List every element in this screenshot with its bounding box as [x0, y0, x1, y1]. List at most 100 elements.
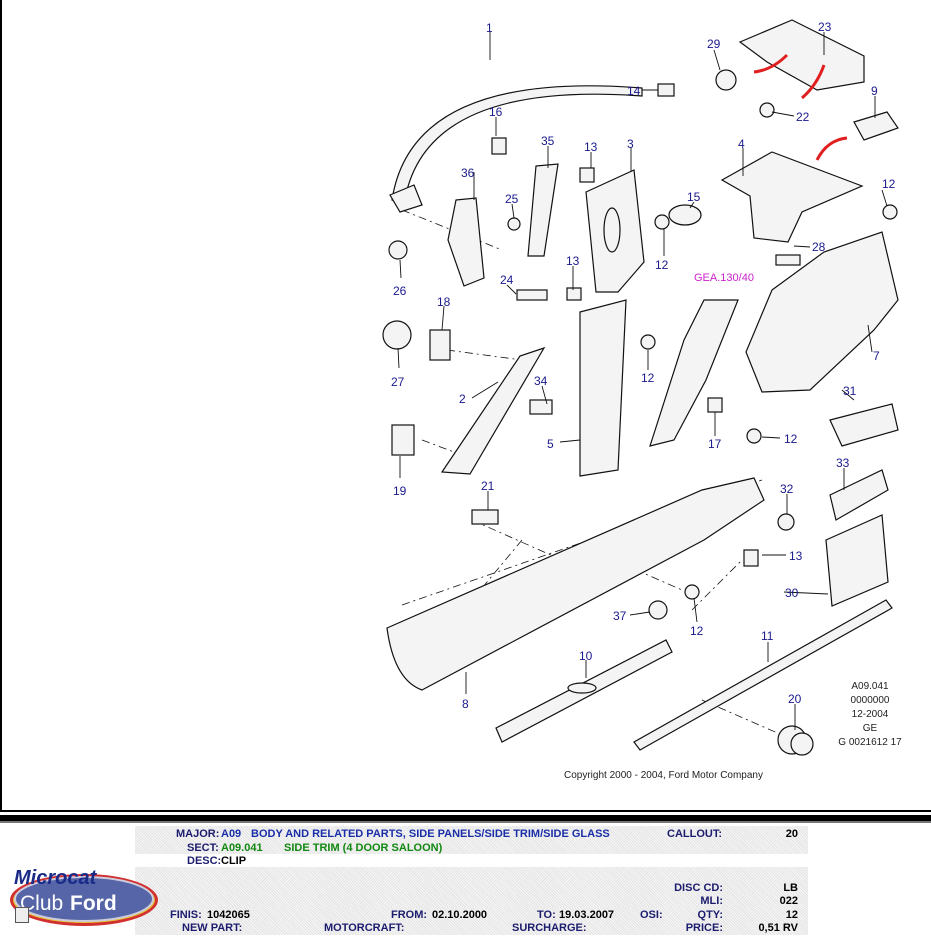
callout-4[interactable]: 4	[738, 137, 745, 151]
sect-code: A09.041	[221, 842, 263, 854]
svg-text:Ford: Ford	[70, 892, 117, 915]
callout-26[interactable]: 26	[393, 284, 407, 298]
svg-text:0000000: 0000000	[851, 695, 890, 706]
callout-11[interactable]: 11	[761, 629, 774, 643]
callout-28[interactable]: 28	[812, 240, 826, 254]
major-label: MAJOR:	[176, 828, 220, 840]
osi-label: OSI:	[640, 909, 663, 921]
part-7[interactable]	[745, 231, 899, 393]
callout-8[interactable]: 8	[462, 697, 469, 711]
callout-3[interactable]: 3	[627, 137, 634, 151]
svg-text:12-2004: 12-2004	[852, 709, 889, 720]
callout-25[interactable]: 25	[505, 192, 519, 206]
mli-label: MLI:	[700, 895, 723, 907]
part-gea[interactable]	[649, 299, 739, 447]
callout-23[interactable]: 23	[818, 20, 832, 34]
callout-34[interactable]: 34	[534, 374, 548, 388]
callout-value: 20	[785, 828, 798, 840]
callout-29[interactable]: 29	[707, 37, 721, 51]
callout-19[interactable]: 19	[393, 484, 407, 498]
part-33[interactable]	[829, 469, 889, 521]
reference-block: A09.041 0000000 12-2004 GE G 0021612 17	[838, 681, 902, 748]
to-label: TO:	[537, 909, 556, 921]
callout-17[interactable]: 17	[708, 437, 722, 451]
callout-13[interactable]: 13	[584, 140, 598, 154]
callout-5[interactable]: 5	[547, 437, 554, 451]
callout-10[interactable]: 10	[579, 649, 593, 663]
callout-21[interactable]: 21	[481, 479, 495, 493]
callout-37[interactable]: 37	[613, 609, 627, 623]
qty-value: 12	[785, 909, 798, 921]
callout-label: CALLOUT:	[667, 828, 722, 840]
qty-label: QTY:	[697, 909, 723, 921]
svg-text:G 0021612 17: G 0021612 17	[838, 737, 902, 748]
parts-diagram: 1 29 23 14 9 22 16 35 13 3 4 36 25 15 12…	[0, 0, 902, 810]
part-roof-rail[interactable]	[391, 85, 643, 206]
disc-value: LB	[783, 882, 798, 894]
callout-31[interactable]: 31	[843, 384, 857, 398]
part-9[interactable]	[853, 111, 899, 141]
part-31[interactable]	[829, 403, 899, 447]
from-value: 02.10.2000	[432, 909, 488, 921]
fasteners	[382, 69, 898, 756]
callout-12[interactable]: 12	[784, 432, 798, 446]
callout-20[interactable]: 20	[788, 692, 802, 706]
callout-2[interactable]: 2	[459, 392, 466, 406]
callout-24[interactable]: 24	[500, 273, 514, 287]
callout-16[interactable]: 16	[489, 105, 503, 119]
part-11-strip[interactable]	[633, 599, 893, 751]
part-35[interactable]	[527, 163, 559, 257]
new-part-label: NEW PART:	[182, 922, 243, 934]
part-30[interactable]	[825, 514, 889, 607]
arrows	[753, 53, 848, 161]
part-8-sill[interactable]	[386, 477, 765, 691]
part-info-panel: MAJOR: A09 BODY AND RELATED PARTS, SIDE …	[0, 823, 931, 939]
desc-label: DESC:	[187, 855, 222, 867]
callout-18[interactable]: 18	[437, 295, 451, 309]
copyright: Copyright 2000 - 2004, Ford Motor Compan…	[564, 770, 763, 781]
callout-13[interactable]: 13	[789, 549, 803, 563]
callout-32[interactable]: 32	[780, 482, 794, 496]
callout-27[interactable]: 27	[391, 375, 405, 389]
callout-33[interactable]: 33	[836, 456, 850, 470]
divider	[0, 821, 931, 823]
price-label: PRICE:	[685, 922, 723, 934]
part-5[interactable]	[579, 299, 627, 477]
finis-value: 1042065	[207, 909, 250, 921]
callout-7[interactable]: 7	[873, 349, 880, 363]
part-2[interactable]	[440, 346, 546, 475]
exploded-view: 1 29 23 14 9 22 16 35 13 3 4 36 25 15 12…	[382, 19, 902, 781]
callout-15[interactable]: 15	[687, 190, 701, 204]
motorcraft-label: MOTORCRAFT:	[324, 922, 405, 934]
callout-30[interactable]: 30	[785, 586, 799, 600]
callout-12[interactable]: 12	[882, 177, 896, 191]
disc-label: DISC CD:	[674, 882, 723, 894]
copy-icon[interactable]	[15, 907, 29, 923]
surcharge-label: SURCHARGE:	[512, 922, 587, 934]
callout-1[interactable]: 1	[486, 21, 493, 35]
part-4[interactable]	[720, 151, 864, 243]
part-23[interactable]	[738, 19, 865, 91]
callout-12[interactable]: 12	[641, 371, 655, 385]
sect-label: SECT:	[187, 842, 219, 854]
part-36[interactable]	[447, 197, 485, 287]
mli-value: 022	[779, 895, 798, 907]
callout-9[interactable]: 9	[871, 84, 878, 98]
callout-35[interactable]: 35	[541, 134, 555, 148]
svg-text:Microcat: Microcat	[14, 867, 98, 889]
callout-13[interactable]: 13	[566, 254, 580, 268]
desc-value: CLIP	[221, 855, 247, 867]
sect-desc: SIDE TRIM (4 DOOR SALOON)	[284, 842, 443, 854]
divider	[0, 815, 931, 821]
callout-36[interactable]: 36	[461, 166, 475, 180]
callout-12[interactable]: 12	[655, 258, 669, 272]
svg-text:A09.041: A09.041	[851, 681, 889, 692]
microcat-clubford-logo: Microcat Club Ford	[8, 866, 160, 928]
svg-text:GE: GE	[863, 723, 878, 734]
to-value: 19.03.2007	[559, 909, 615, 921]
svg-text:Club: Club	[20, 892, 63, 915]
callout-22[interactable]: 22	[796, 110, 810, 124]
callout-12[interactable]: 12	[690, 624, 704, 638]
callout-14[interactable]: 14	[627, 84, 641, 98]
major-desc: BODY AND RELATED PARTS, SIDE PANELS/SIDE…	[251, 828, 610, 840]
